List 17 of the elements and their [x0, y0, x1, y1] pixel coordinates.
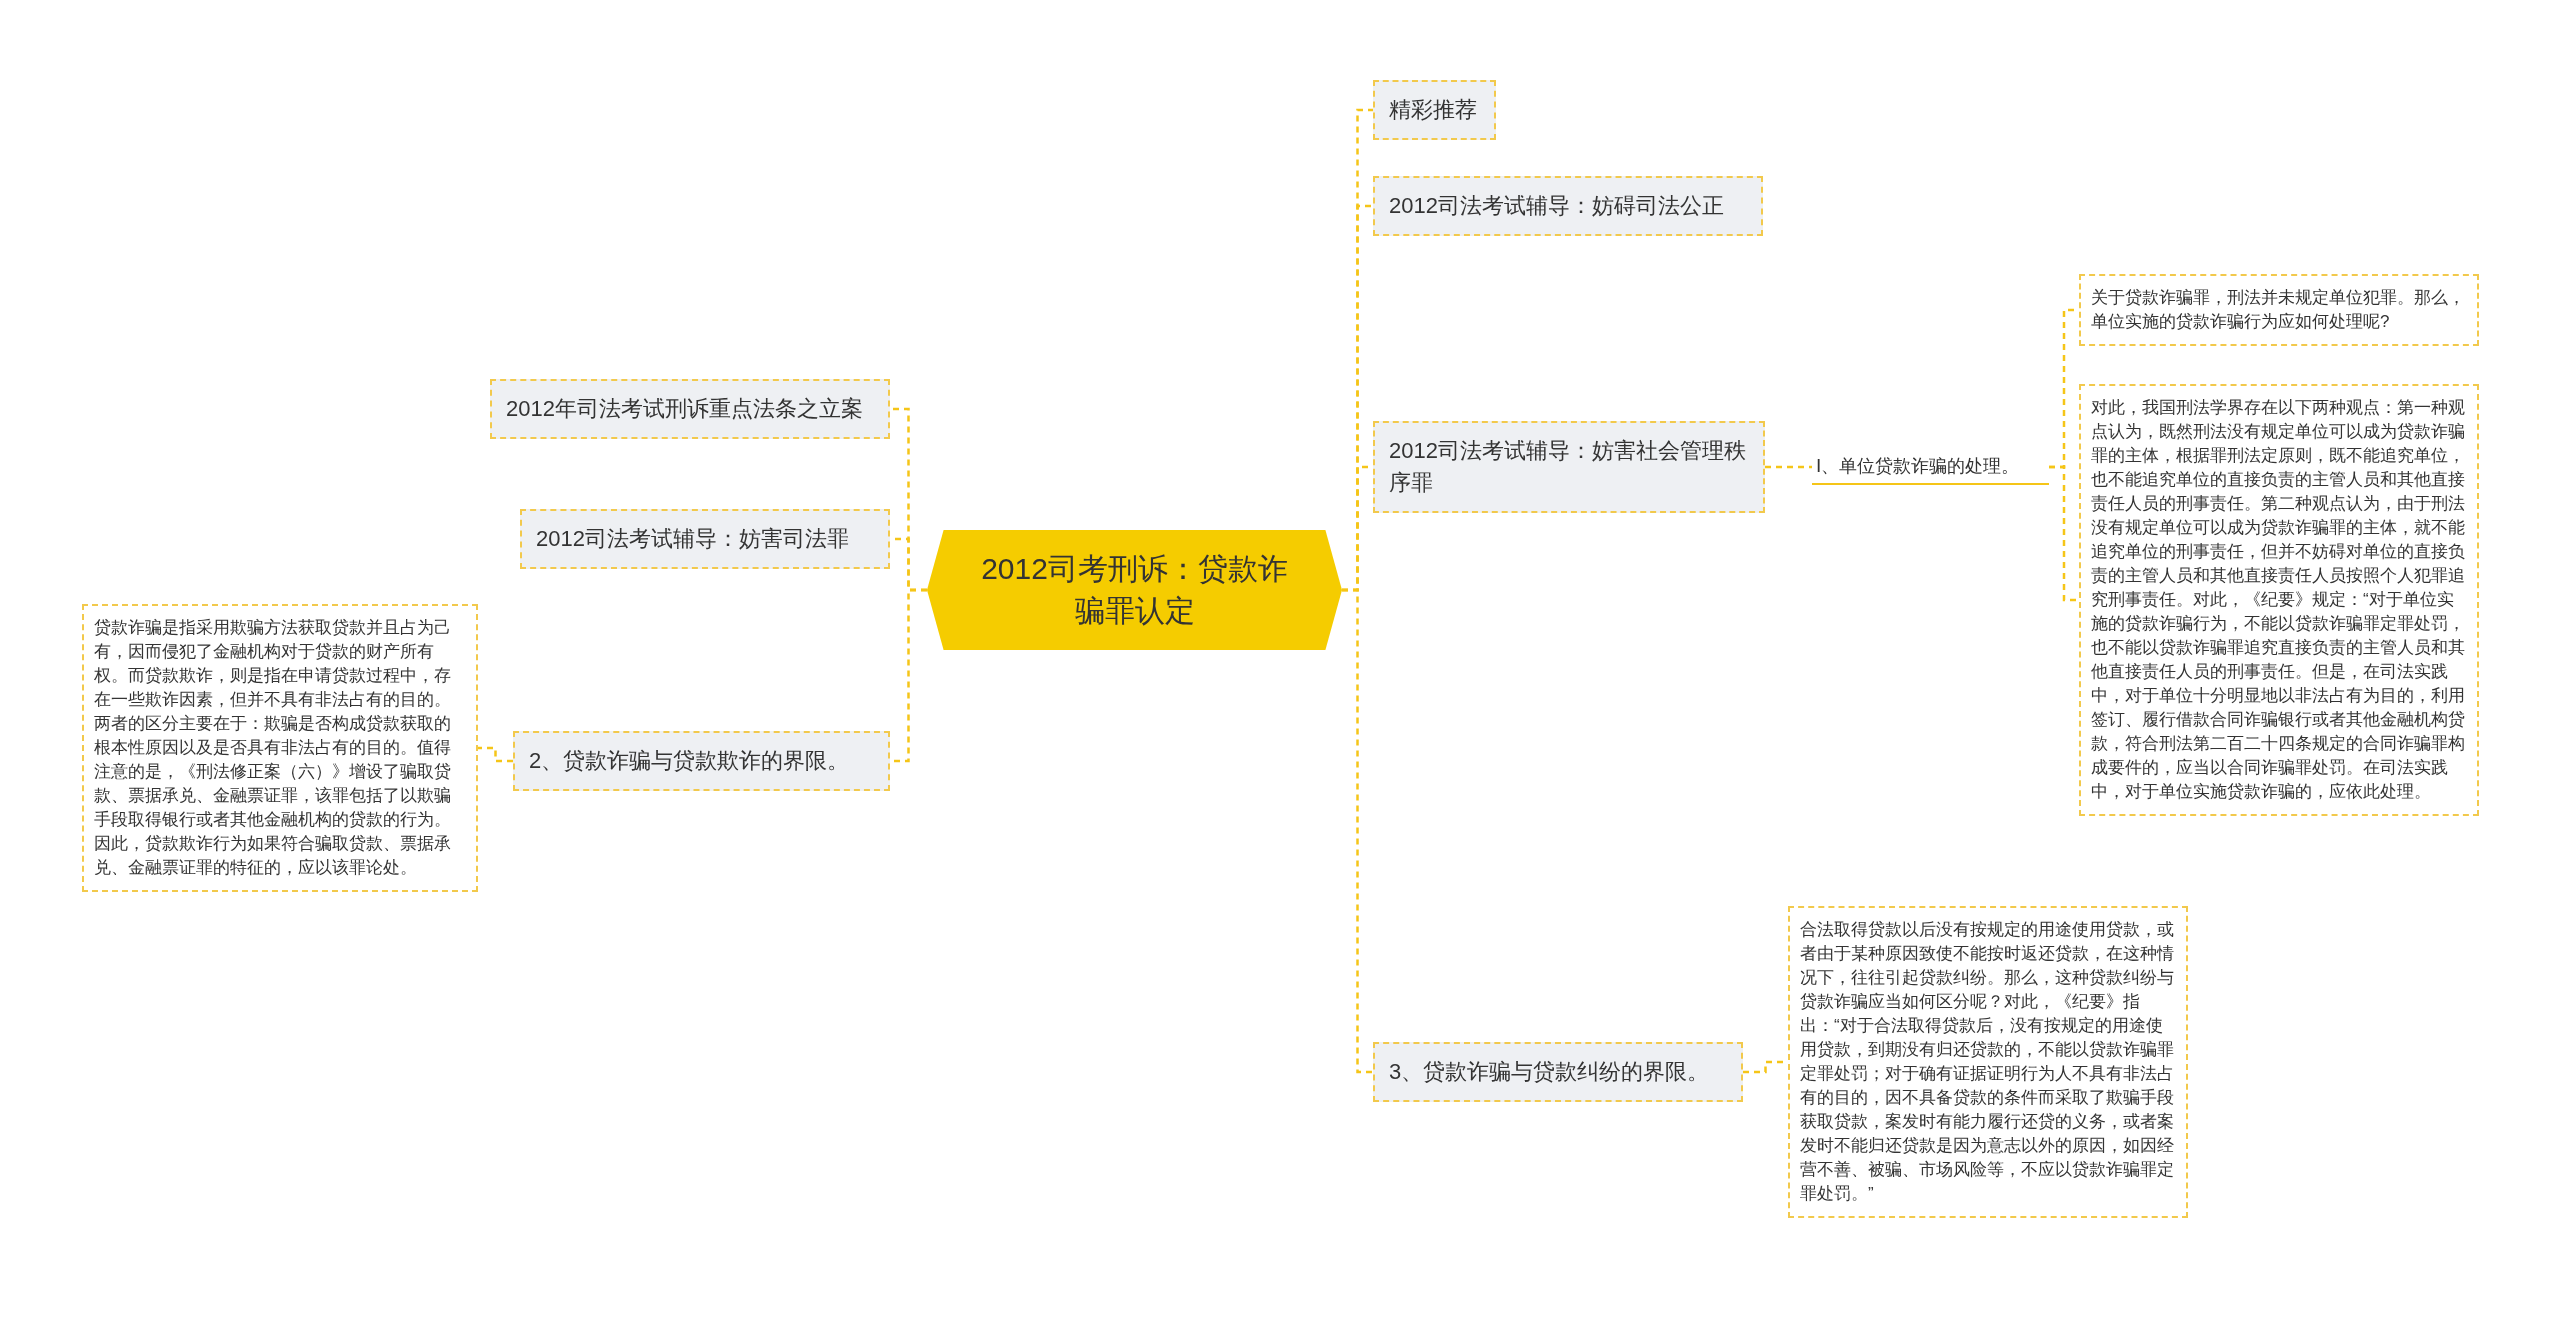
- connector-line: [2049, 465, 2079, 602]
- central-topic: 2012司考刑诉：贷款诈骗罪认定: [927, 530, 1342, 650]
- topic-box: 2012司法考试辅导：妨害社会管理秩序罪: [1373, 421, 1765, 513]
- topic-box: 2012司法考试辅导：妨害司法罪: [520, 509, 890, 569]
- topic-box: 3、贷款诈骗与贷款纠纷的界限。: [1373, 1042, 1743, 1102]
- connector-line: [1765, 465, 1812, 469]
- topic-box: 2、贷款诈骗与贷款欺诈的界限。: [513, 731, 890, 791]
- subtopic-label: Ⅰ、单位贷款诈骗的处理。: [1812, 449, 2049, 485]
- note-box: 对此，我国刑法学界存在以下两种观点：第一种观点认为，既然刑法没有规定单位可以成为贷款诈骗罪的主体，根据罪刑法定原则，既不能追究单位，也不能追究单位的直接负责的主管人员和其他直接责任人员的刑事责任。第二种观点认为，由于刑法没有规定单位可以成为贷款诈骗罪的主体，就不能追究单位的刑事责任，但并不妨碍对单位的直接负责的主管人员和其他直接责任人员按照个人犯罪追究刑事责任。对此，《纪要》规定：“对于单位实施的贷款诈骗行为，不能以贷款诈骗罪定罪处罚，也不能以贷款诈骗罪追究直接负责的主管人员和其他直接责任人员的刑事责任。但是，在司法实践中，对于单位十分明显地以非法占有为目的，利用签订、履行借款合同诈骗银行或者其他金融机构贷款，符合刑法第二百二十四条规定的合同诈骗罪构成要件的，应当以合同诈骗罪处罚。在司法实践中，对于单位实施贷款诈骗的，应依此处理。: [2079, 384, 2479, 816]
- note-box: 贷款诈骗是指采用欺骗方法获取贷款并且占为己有，因而侵犯了金融机构对于贷款的财产所有权。而贷款欺诈，则是指在申请贷款过程中，存在一些欺诈因素，但并不具有非法占有的目的。两者的区分主要在于：欺骗是否构成贷款获取的根本性原因以及是否具有非法占有的目的。值得注意的是，《刑法修正案（六）》增设了骗取贷款、票据承兑、金融票证罪，该罪包括了以欺骗手段取得银行或者其他金融机构的贷款的行为。因此，贷款欺诈行为如果符合骗取贷款、票据承兑、金融票证罪的特征的，应以该罪论处。: [82, 604, 478, 892]
- topic-box: 精彩推荐: [1373, 80, 1496, 140]
- note-box: 关于贷款诈骗罪，刑法并未规定单位犯罪。那么，单位实施的贷款诈骗行为应如何处理呢?: [2079, 274, 2479, 346]
- topic-box: 2012司法考试辅导：妨碍司法公正: [1373, 176, 1763, 236]
- note-box: 合法取得贷款以后没有按规定的用途使用贷款，或者由于某种原因致使不能按时返还贷款，在这种情况下，往往引起贷款纠纷。那么，这种贷款纠纷与贷款诈骗应当如何区分呢？对此，《纪要》指出：“对于合法取得贷款后，没有按规定的用途使用贷款，到期没有归还贷款的，不能以贷款诈骗罪定罪处罚；对于确有证据证明行为人不具有非法占有的目的，因不具备贷款的条件而采取了欺骗手段获取贷款，案发时有能力履行还贷的义务，或者案发时不能归还贷款是因为意志以外的原因，如因经营不善、被骗、市场风险等，不应以贷款诈骗罪定罪处罚。”: [1788, 906, 2188, 1218]
- topic-box: 2012年司法考试刑诉重点法条之立案: [490, 379, 890, 439]
- connector-line: [1342, 588, 1373, 1074]
- connector-line: [478, 746, 513, 763]
